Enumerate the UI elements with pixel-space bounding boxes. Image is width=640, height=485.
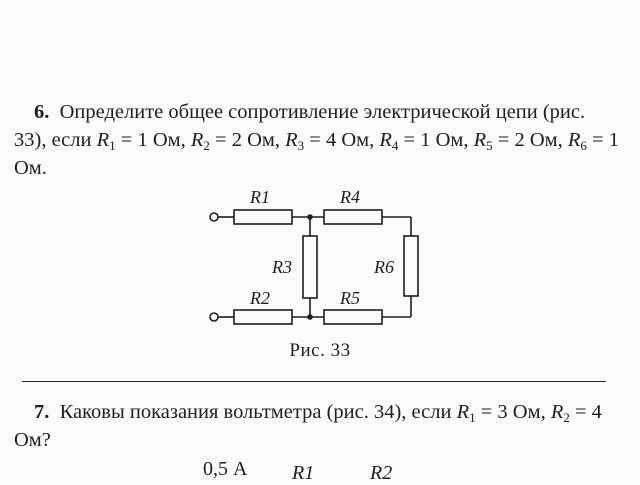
label-r2: R2 xyxy=(249,288,270,308)
r1-symbol: R xyxy=(96,129,110,151)
label-r1: R1 xyxy=(249,187,270,207)
problem-6: 6. Определите общее сопротивление электр… xyxy=(14,98,620,182)
junction-bottom xyxy=(307,314,313,320)
problem-6-number: 6. xyxy=(34,101,50,123)
label-r3: R3 xyxy=(271,257,292,277)
figure-34-r1-label: R1 xyxy=(292,462,315,484)
label-r5: R5 xyxy=(339,288,360,308)
figure-33-caption: Рис. 33 xyxy=(289,340,351,361)
p7-r1-subscript: 1 xyxy=(469,410,476,425)
r5-symbol: R xyxy=(473,129,487,151)
problem-7-text: Каковы показания вольтметра (рис. 34), е… xyxy=(59,401,457,423)
r4-subscript: 4 xyxy=(391,138,399,153)
figure-34-r2-label: R2 xyxy=(370,462,393,484)
problem-7: 7. Каковы показания вольтметра (рис. 34)… xyxy=(14,398,620,454)
r1-subscript: 1 xyxy=(109,138,116,153)
p7-r1-value: = 3 Ом, xyxy=(475,401,551,423)
label-r6: R6 xyxy=(373,257,394,277)
junction-top xyxy=(307,214,313,220)
problem-7-number: 7. xyxy=(34,401,50,423)
r6-subscript: 6 xyxy=(580,138,587,153)
resistor-r1 xyxy=(233,209,293,225)
r5-subscript: 5 xyxy=(486,138,493,153)
r2-subscript: 2 xyxy=(203,138,210,153)
problem-6-text: Определите общее сопротивление электриче… xyxy=(14,101,586,151)
label-r4: R4 xyxy=(339,187,360,207)
resistor-r5 xyxy=(323,309,383,325)
p7-r2-symbol: R xyxy=(550,401,564,423)
resistor-r6 xyxy=(403,235,419,297)
r3-value: = 4 Ом, xyxy=(304,129,380,151)
r3-subscript: 3 xyxy=(297,138,305,153)
r1-value: = 1 Ом, xyxy=(115,129,191,151)
r6-symbol: R xyxy=(567,129,581,151)
r3-symbol: R xyxy=(285,129,298,151)
r2-value: = 2 Ом, xyxy=(209,129,286,151)
r2-symbol: R xyxy=(190,129,204,151)
resistor-r2 xyxy=(233,309,293,325)
p7-r2-subscript: 2 xyxy=(563,410,570,425)
p7-r2-value: = 4 Ом? xyxy=(14,401,602,451)
circuit-diagram-figure-33: R1 R4 R3 R6 R2 R5 xyxy=(209,187,419,325)
resistor-r4 xyxy=(323,209,383,225)
r5-value: = 2 Ом, xyxy=(492,129,568,151)
p7-r1-symbol: R xyxy=(456,401,470,423)
figure-34-current-label: 0,5 А xyxy=(203,458,248,480)
r6-value: = 1 Ом. xyxy=(14,129,619,179)
r4-value: = 1 Ом, xyxy=(398,129,474,151)
resistor-r3 xyxy=(302,235,318,299)
terminal-top xyxy=(209,212,219,222)
section-divider xyxy=(22,381,606,382)
terminal-bottom xyxy=(209,312,219,322)
r4-symbol: R xyxy=(379,129,392,151)
